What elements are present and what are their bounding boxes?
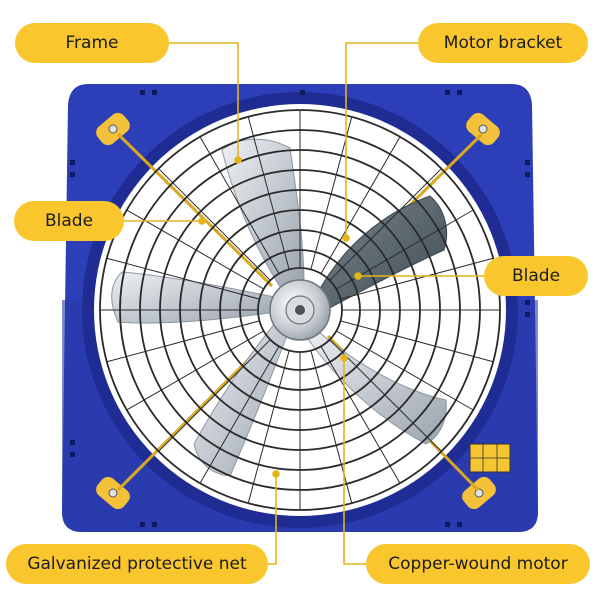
- galvanized-net: [99, 109, 501, 511]
- grille-spoke: [247, 350, 290, 504]
- grille-spoke: [158, 168, 271, 281]
- grille-spoke: [106, 320, 260, 363]
- leader-lines: [124, 42, 484, 565]
- grille-spoke: [247, 116, 290, 270]
- grille-spoke: [126, 209, 264, 290]
- grille-spoke: [340, 320, 494, 363]
- mounting-bracket-icon: [96, 112, 500, 510]
- blade-dark: [315, 195, 448, 313]
- grille-spoke: [336, 330, 474, 411]
- grille-spoke: [199, 346, 280, 484]
- callout-blade-left: Blade: [14, 201, 124, 241]
- grille-spoke: [106, 257, 260, 300]
- callout-galvanized-net: Galvanized protective net: [6, 544, 268, 584]
- grille-spoke: [320, 346, 401, 484]
- grille-spoke: [126, 330, 264, 411]
- warning-label-icon: [469, 443, 511, 473]
- grille-spoke: [340, 257, 494, 300]
- grille-spoke: [310, 350, 353, 504]
- grille-spoke: [320, 136, 401, 274]
- grille-spoke: [199, 136, 280, 274]
- callout-motor-bracket: Motor bracket: [418, 23, 588, 63]
- callout-copper-motor: Copper-wound motor: [366, 544, 590, 584]
- callout-frame: Frame: [15, 23, 169, 63]
- grille-spoke: [310, 116, 353, 270]
- motor-hub-icon: [269, 279, 331, 341]
- grille-spoke: [158, 339, 271, 452]
- callout-blade-right: Blade: [484, 256, 588, 296]
- grille-spoke: [329, 339, 442, 452]
- grille-spoke: [329, 168, 442, 281]
